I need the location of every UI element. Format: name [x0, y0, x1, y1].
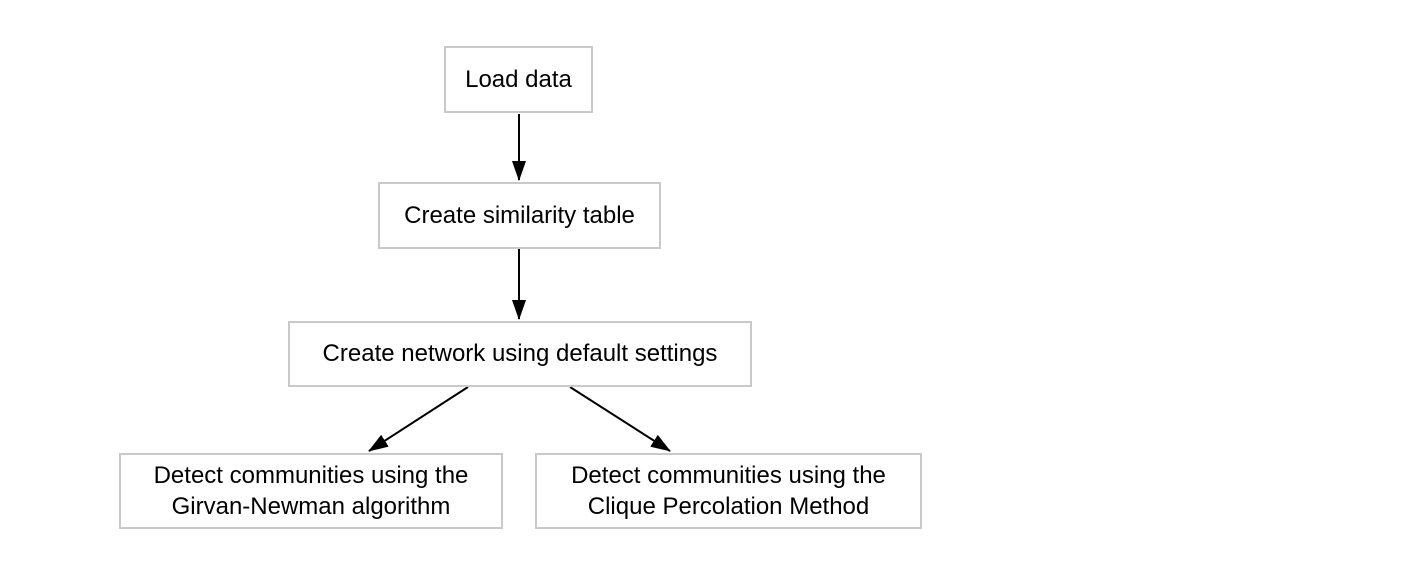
node-load-data: Load data: [444, 46, 593, 113]
node-create-network-label: Create network using default settings: [322, 340, 718, 368]
edge-network-to-girvan-newman: [368, 386, 469, 452]
node-create-similarity-table: Create similarity table: [378, 182, 661, 249]
node-detect-clique-percolation-label: Detect communities using the Clique Perc…: [571, 461, 886, 520]
node-load-data-label: Load data: [465, 65, 572, 93]
node-detect-girvan-newman: Detect communities using the Girvan-Newm…: [119, 453, 503, 529]
node-create-similarity-table-label: Create similarity table: [404, 201, 635, 229]
node-detect-clique-percolation: Detect communities using the Clique Perc…: [535, 453, 922, 529]
edge-network-to-clique-percolation: [569, 386, 671, 452]
node-create-network: Create network using default settings: [288, 321, 752, 387]
node-detect-girvan-newman-label: Detect communities using the Girvan-Newm…: [153, 461, 469, 520]
